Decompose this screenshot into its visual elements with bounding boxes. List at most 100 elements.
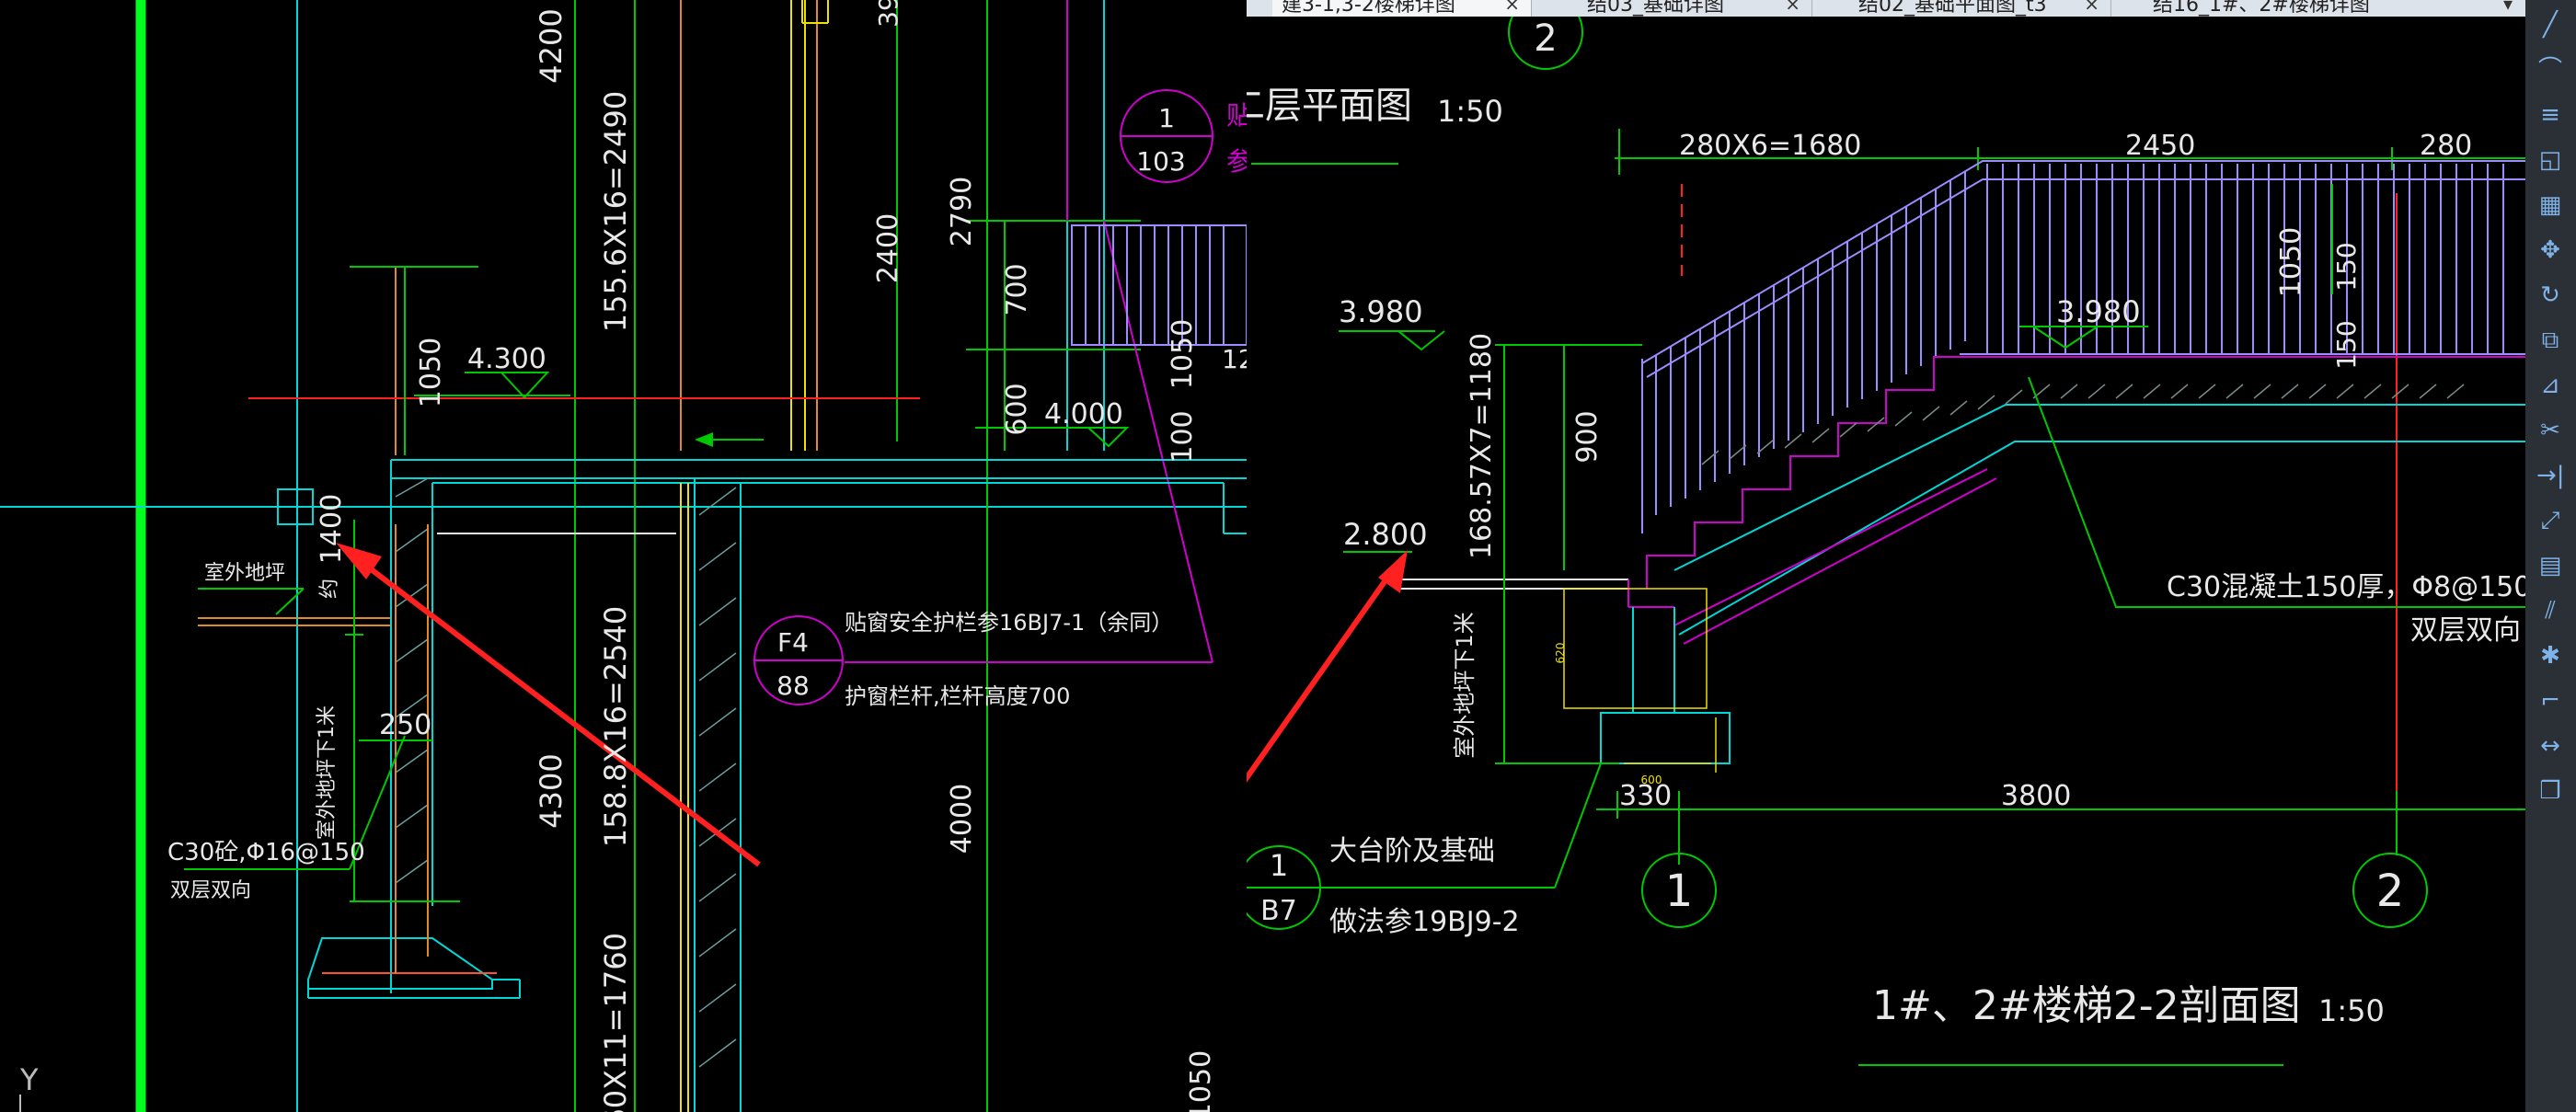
elevation-4000: 4.000 bbox=[1044, 398, 1123, 430]
explode-icon[interactable]: ✱ bbox=[2540, 642, 2560, 670]
3d-box-icon[interactable]: ❒ bbox=[2539, 777, 2561, 805]
arc-icon[interactable]: ◱ bbox=[2538, 146, 2562, 174]
railing-balusters bbox=[1655, 164, 2504, 515]
label-about: 约 bbox=[318, 579, 341, 599]
dim-1050-bottom: 1050 bbox=[1185, 1050, 1217, 1112]
label-below-ground: 室外地坪下1米 bbox=[316, 705, 339, 840]
dim-280x6: 280X6=1680 bbox=[1679, 130, 1861, 162]
callout-b7-bottom: B7 bbox=[1260, 895, 1297, 927]
handrail bbox=[1641, 160, 2525, 364]
footing-outline bbox=[307, 937, 493, 990]
section-title: 1#、2#楼梯2-2剖面图 bbox=[1872, 982, 2301, 1029]
close-icon[interactable]: × bbox=[2084, 0, 2099, 15]
copy-icon[interactable]: ⧉ bbox=[2541, 327, 2559, 354]
partial-pink-text: 参 bbox=[1226, 146, 1247, 177]
hatch-mark bbox=[2446, 384, 2465, 399]
dim-3800: 3800 bbox=[2001, 780, 2071, 812]
move-icon[interactable]: ✥ bbox=[2540, 236, 2560, 264]
annotation-arrow bbox=[352, 554, 761, 867]
hatch-mark bbox=[2225, 384, 2244, 399]
array-icon[interactable]: ▤ bbox=[2538, 552, 2562, 579]
tab-structural-stair[interactable]: 结16_1#、2#楼梯详图▾ bbox=[2153, 0, 2513, 17]
axis-bubble-1 bbox=[1641, 853, 1717, 928]
dim-150-a: 150 bbox=[2331, 242, 2362, 291]
foundation-footing bbox=[1600, 712, 1731, 764]
polyline-icon[interactable]: ⌒ bbox=[2537, 56, 2562, 84]
dim-168x7: 168.57X7=1180 bbox=[1466, 333, 1498, 559]
dim-4000: 4000 bbox=[946, 784, 978, 854]
magenta-line bbox=[1103, 220, 1213, 663]
axis-1-label: 1 bbox=[1665, 866, 1694, 917]
foundation-detail-drawing: 4200 155.6X16=2490 2400 2790 700 1050 60… bbox=[0, 0, 1247, 1112]
dim-900: 900 bbox=[1571, 410, 1604, 463]
hatch-mark bbox=[2419, 384, 2437, 399]
chevron-down-icon[interactable]: ▾ bbox=[2502, 0, 2513, 15]
hatch-mark bbox=[2143, 384, 2161, 399]
axis-bubble-2-top bbox=[1508, 0, 1583, 70]
elevation-3980-left: 3.980 bbox=[1339, 294, 1423, 329]
tab-foundation-detail[interactable]: 结03_基础详图× bbox=[1532, 0, 1812, 17]
hatch-mark bbox=[2336, 384, 2354, 399]
railing-bars bbox=[1085, 225, 1225, 345]
trim-icon[interactable]: ✂ bbox=[2540, 417, 2560, 444]
dim-250: 250 bbox=[379, 709, 431, 741]
hatch-mark bbox=[2308, 384, 2327, 399]
hatch-mark bbox=[2363, 384, 2382, 399]
hatch-mark bbox=[2391, 384, 2409, 399]
extend-icon[interactable]: →| bbox=[2536, 462, 2565, 489]
tab-stair-detail[interactable]: 建3-1,3-2楼梯详图× bbox=[1272, 0, 1532, 17]
rotate-icon[interactable]: ↻ bbox=[2540, 281, 2560, 309]
callout-f4-top: F4 bbox=[777, 627, 809, 658]
dim-150-b: 150 bbox=[2331, 320, 2362, 369]
offset-icon[interactable]: ⫽ bbox=[2545, 597, 2556, 625]
fillet-icon[interactable]: ⌐ bbox=[2540, 687, 2560, 715]
stair-section-drawing: 二层平面图 1:50 2 280X6=1680 2450 280 1050 15… bbox=[1247, 0, 2531, 1066]
hatch-mark bbox=[2087, 384, 2106, 399]
dim-1760: 160X11=1760 bbox=[598, 933, 633, 1112]
plan-scale: 1:50 bbox=[1437, 94, 1503, 129]
rectangle-icon[interactable]: ≡ bbox=[2540, 101, 2560, 129]
partial-dim-12: 12 bbox=[1222, 344, 1247, 374]
leader-line bbox=[2028, 376, 2525, 608]
hatch-mark bbox=[1922, 406, 1940, 421]
elevation-4300: 4.300 bbox=[467, 343, 546, 375]
dimension-icon[interactable]: ↔ bbox=[2540, 732, 2560, 760]
hatch-mark bbox=[1811, 428, 1830, 443]
hatch-mark bbox=[1756, 439, 1775, 454]
close-icon[interactable]: × bbox=[1504, 0, 1520, 15]
section-scale: 1:50 bbox=[2318, 993, 2385, 1028]
callout-f4-bottom: 88 bbox=[776, 671, 810, 701]
tab-foundation-plan[interactable]: 结02_基础平面图_t3× bbox=[1812, 0, 2111, 17]
dim-box-620 bbox=[1563, 588, 1708, 709]
scale-icon[interactable]: ⤢ bbox=[2540, 507, 2560, 534]
stair-soffit bbox=[1678, 441, 2525, 636]
hatch-icon[interactable]: ▦ bbox=[2538, 191, 2562, 219]
hatch-mark bbox=[2060, 384, 2078, 399]
drawing-viewport-right[interactable]: 二层平面图 1:50 2 280X6=1680 2450 280 1050 15… bbox=[1247, 0, 2576, 1112]
dim-1400: 1400 bbox=[316, 494, 348, 564]
partial-dim-39: 39 bbox=[873, 0, 903, 28]
drawing-viewport-left[interactable]: 4200 155.6X16=2490 2400 2790 700 1050 60… bbox=[0, 0, 1247, 1112]
hatch-mark bbox=[1729, 444, 1747, 460]
dim-1050: 1050 bbox=[2275, 227, 2307, 297]
note-c30-slab: C30混凝土150厚，Φ8@150 bbox=[2167, 571, 2531, 603]
mirror-icon[interactable]: ⊿ bbox=[2540, 372, 2560, 399]
hatch-mark bbox=[2253, 384, 2271, 399]
callout-1-bottom: 103 bbox=[1136, 146, 1185, 177]
dim-330: 330 bbox=[1619, 780, 1672, 812]
hatch-mark bbox=[1867, 417, 1885, 432]
note-window-guard: 贴窗安全护栏参16BJ7-1（余同） bbox=[845, 610, 1173, 636]
railing-box bbox=[1071, 224, 1247, 346]
line-icon[interactable]: ╱ bbox=[2543, 11, 2558, 39]
hatch-mark bbox=[2198, 384, 2216, 399]
stair-soffit bbox=[1673, 404, 2525, 571]
hatch-mark bbox=[1949, 400, 1968, 416]
label-below-ground: 室外地坪下1米 bbox=[1452, 612, 1478, 758]
dim-2540: 158.8X16=2540 bbox=[598, 606, 633, 848]
dim-4300: 4300 bbox=[534, 753, 569, 828]
callout-b7-top: 1 bbox=[1270, 848, 1288, 883]
close-icon[interactable]: × bbox=[1785, 0, 1800, 15]
note-big-step: 大台阶及基础 bbox=[1329, 835, 1495, 867]
dim-280: 280 bbox=[2420, 130, 2472, 162]
elevation-marker bbox=[465, 372, 550, 399]
